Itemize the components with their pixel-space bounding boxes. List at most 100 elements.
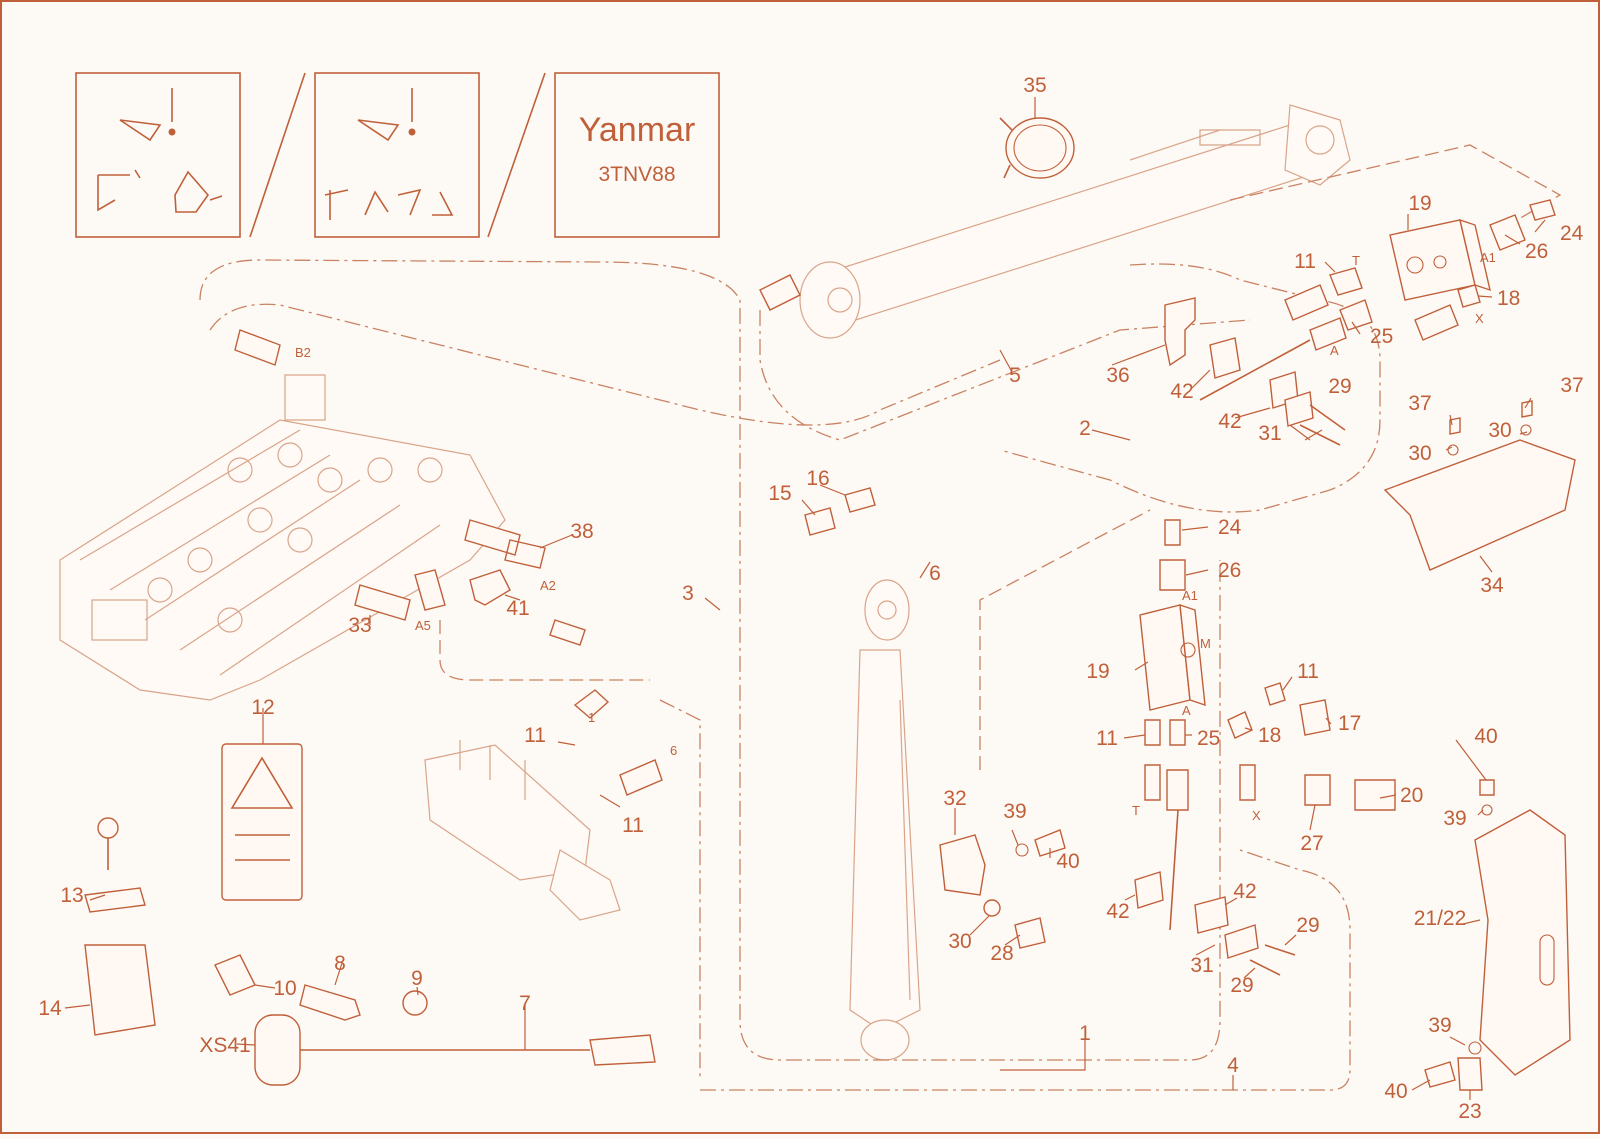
callout-34: 34 <box>1480 574 1504 597</box>
callout-xs41: XS41 <box>199 1034 250 1057</box>
callout-14: 14 <box>38 997 62 1020</box>
callout-11-d: 11 <box>622 814 644 837</box>
callout-11-top: 11 <box>1294 250 1316 273</box>
plates-31 <box>1224 391 1314 959</box>
dashed-assembly-lines-2 <box>439 620 650 681</box>
callout-23: 23 <box>1458 1100 1481 1123</box>
callout-32: 32 <box>943 787 966 810</box>
port-t-mid: T <box>1132 803 1140 818</box>
port-a1-mid: A1 <box>1182 588 1198 603</box>
port-x-top: X <box>1475 311 1484 326</box>
arm-cylinder <box>849 579 921 1061</box>
callout-18-mid: 18 <box>1258 724 1281 747</box>
bolt-28-washer-30 <box>983 899 1046 949</box>
callout-4: 4 <box>1227 1054 1239 1077</box>
port-6: 6 <box>670 743 677 758</box>
callout-30-c: 30 <box>948 930 971 953</box>
auxiliary-valve-block <box>424 740 621 921</box>
port-a1-top: A1 <box>1480 250 1496 265</box>
port-1: 1 <box>588 710 595 725</box>
hose-clamp-35 <box>999 117 1075 179</box>
callout-30-b: 30 <box>1488 419 1511 442</box>
callout-36: 36 <box>1106 364 1129 387</box>
valve-block-19-top <box>1389 218 1491 301</box>
port-labels: B2 A2 A5 T A1 A X A1 M A T X 1 6 <box>295 250 1496 823</box>
hose-route-6 <box>659 699 701 1080</box>
callout-40-right: 40 <box>1474 725 1497 748</box>
callout-40-low: 40 <box>1384 1080 1407 1103</box>
callout-labels: 35 19 24 26 11 18 25 36 42 29 31 42 5 2 … <box>38 74 1583 1123</box>
callout-37-a: 37 <box>1408 392 1431 415</box>
callout-31-b: 31 <box>1190 954 1213 977</box>
callout-24-top: 24 <box>1560 222 1584 245</box>
hose-route-3 <box>209 303 1001 426</box>
bracket-21-22 <box>1474 809 1571 1076</box>
callout-18-top: 18 <box>1497 287 1520 310</box>
callout-31-a: 31 <box>1258 422 1281 445</box>
callout-5: 5 <box>1009 364 1021 387</box>
callout-42-b: 42 <box>1218 410 1241 433</box>
port-m: M <box>1200 636 1211 651</box>
control-pattern-box-2 <box>314 72 480 238</box>
callout-26-top: 26 <box>1525 240 1548 263</box>
clamp-15 <box>804 507 836 536</box>
boom-cylinder <box>799 104 1351 339</box>
callout-25-top: 25 <box>1370 325 1393 348</box>
callout-25-mid: 25 <box>1197 727 1220 750</box>
control-pattern-box-1 <box>75 72 241 238</box>
port-a-mid: A <box>1182 703 1191 718</box>
port-t-top: T <box>1352 253 1360 268</box>
divider-slash-2 <box>487 72 546 238</box>
callout-29-a: 29 <box>1328 375 1351 398</box>
bolt-16 <box>844 487 876 513</box>
callout-39-low: 39 <box>1428 1014 1451 1037</box>
excavator-warning-icon <box>324 88 454 220</box>
port-a5: A5 <box>415 618 431 633</box>
callout-9: 9 <box>411 967 423 990</box>
callout-13: 13 <box>60 884 83 907</box>
callout-15: 15 <box>768 482 791 505</box>
callout-1: 1 <box>1079 1022 1091 1045</box>
callout-24-mid: 24 <box>1218 516 1242 539</box>
port-a2: A2 <box>540 578 556 593</box>
callout-11-c: 11 <box>524 724 546 747</box>
callout-33: 33 <box>348 614 371 637</box>
elbow-41 <box>469 569 511 606</box>
callout-42-a: 42 <box>1170 380 1193 403</box>
bracket-32 <box>939 829 1066 896</box>
clamp-halves-42 <box>1134 337 1299 934</box>
engine-info-box: Yanmar 3TNV88 <box>554 72 720 238</box>
hose-route-4 <box>700 849 1351 1091</box>
callout-20: 20 <box>1400 784 1423 807</box>
callout-6: 6 <box>929 562 941 585</box>
warning-decal-12 <box>221 743 303 901</box>
callout-35: 35 <box>1023 74 1046 97</box>
fittings-mid <box>1144 682 1396 931</box>
callout-29-b: 29 <box>1296 914 1319 937</box>
fitting-25-top <box>1339 299 1373 331</box>
engine-brand: Yanmar <box>579 111 696 149</box>
callout-40-mid: 40 <box>1056 850 1079 873</box>
callout-2: 2 <box>1079 417 1091 440</box>
callout-21-22: 21/22 <box>1414 907 1467 930</box>
callout-7: 7 <box>519 992 531 1015</box>
fittings-24-26-mid <box>1159 519 1186 591</box>
port-x-mid: X <box>1252 808 1261 823</box>
bolts-29 <box>1249 404 1346 976</box>
valve-block-19-mid <box>1139 603 1206 711</box>
bucket-warning-icon <box>119 88 176 142</box>
callout-12: 12 <box>251 696 274 719</box>
callout-38: 38 <box>570 520 593 543</box>
control-valve-bank <box>59 374 506 701</box>
callout-41: 41 <box>506 597 529 620</box>
hose-route-2 <box>999 263 1381 513</box>
fitting-26-top <box>1489 214 1526 251</box>
callout-10: 10 <box>273 977 296 1000</box>
hose-end-fittings <box>234 274 1459 796</box>
callout-28: 28 <box>990 942 1013 965</box>
callout-19-mid: 19 <box>1086 660 1109 683</box>
bracket-36 <box>1164 297 1196 367</box>
callout-26-mid: 26 <box>1218 559 1241 582</box>
